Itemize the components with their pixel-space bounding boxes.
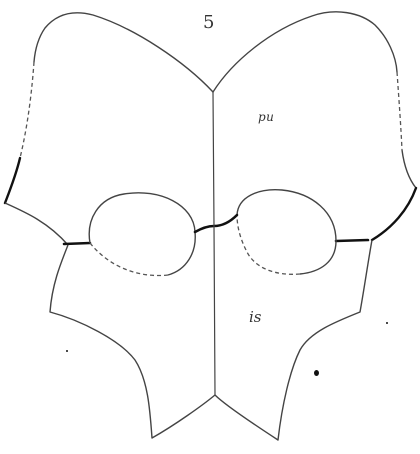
left-foramen: [89, 193, 195, 275]
left-ischium-outline: [50, 245, 215, 438]
central-suture: [195, 215, 237, 232]
ink-speck-small: [66, 350, 68, 352]
left-foramen-dashed: [90, 243, 168, 276]
left-pubis-dashed-edge: [20, 62, 34, 158]
right-ischium-outline: [215, 240, 372, 440]
midline-symphysis: [213, 92, 215, 395]
right-foramen-suture: [336, 240, 368, 241]
right-foramen: [237, 190, 336, 274]
right-pubis-dashed-edge: [397, 72, 402, 150]
right-lateral-notch: [372, 188, 416, 240]
left-pubis-outline: [34, 13, 213, 92]
right-lateral-edge: [402, 150, 416, 188]
ink-speck-tiny: [386, 322, 388, 324]
right-pubis-outline: [213, 12, 397, 92]
right-foramen-dashed: [237, 215, 300, 274]
left-lateral-notch: [5, 158, 20, 203]
figure-number-label: 5: [203, 14, 214, 32]
left-lower-edge: [5, 203, 68, 245]
left-foramen-suture: [64, 243, 90, 244]
ink-speck: [314, 370, 319, 376]
ischium-label: is: [249, 310, 262, 325]
pubis-label: pu: [258, 111, 274, 123]
